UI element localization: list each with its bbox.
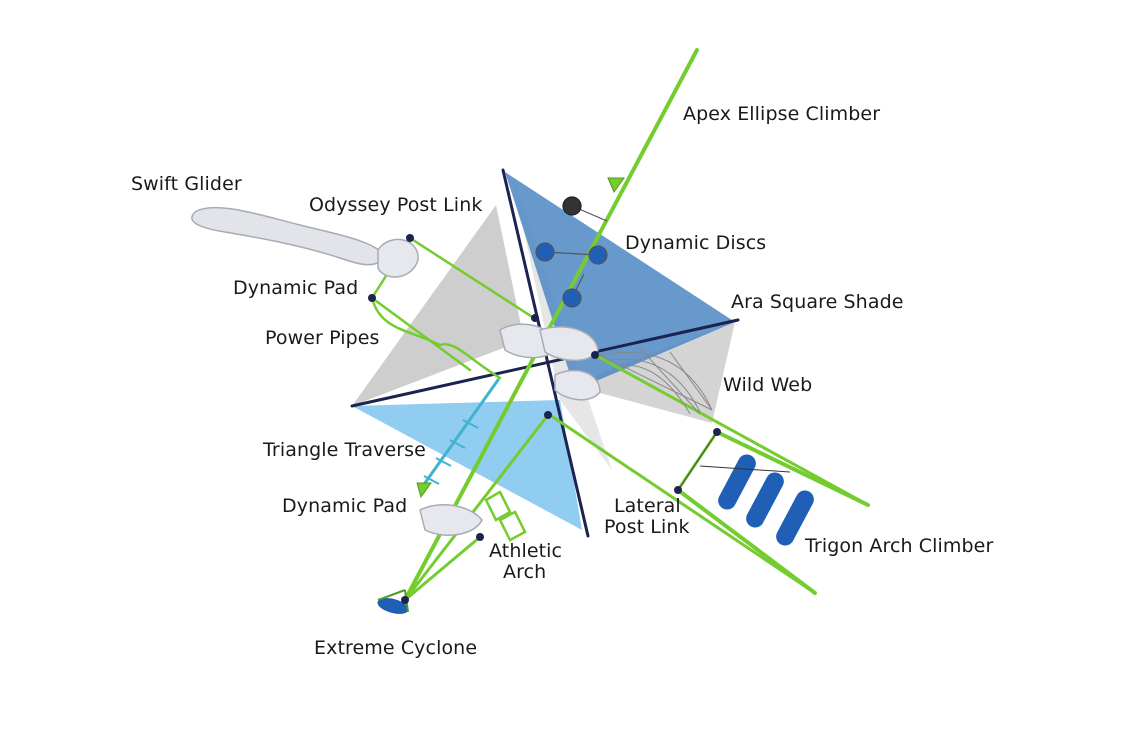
label-trigon-arch-climber: Trigon Arch Climber <box>805 535 994 557</box>
trigon-roller-icon <box>718 454 756 510</box>
dynamic-discs <box>535 196 608 308</box>
label-dynamic-discs: Dynamic Discs <box>625 232 767 254</box>
label-apex-ellipse-climber: Apex Ellipse Climber <box>683 103 881 125</box>
trigon-rail-bottom <box>676 488 817 595</box>
post-crossbar <box>350 318 740 408</box>
wild-web <box>599 347 713 415</box>
label-athletic-arch-2: Arch <box>503 561 547 583</box>
lower-leg-left <box>403 413 550 602</box>
triangle-traverse-rungs <box>423 419 479 485</box>
connector-nodes <box>368 234 721 604</box>
lateral-link-upper <box>593 353 870 507</box>
label-ara-square-shade: Ara Square Shade <box>731 291 904 313</box>
label-dynamic-pad-bottom: Dynamic Pad <box>282 495 408 517</box>
trigon-arch-climber <box>677 431 814 546</box>
trigon-roller-icon <box>746 472 784 528</box>
label-athletic-arch-1: Athletic <box>489 540 563 562</box>
triangle-traverse-bar <box>418 378 500 492</box>
label-extreme-cyclone: Extreme Cyclone <box>314 637 478 659</box>
direction-markers <box>416 177 625 499</box>
trigon-roller-icon <box>776 490 814 546</box>
power-pipes <box>370 296 502 380</box>
trigon-rail-top <box>715 430 870 507</box>
label-lateral-post-link-2: Post Link <box>604 516 690 538</box>
label-wild-web: Wild Web <box>723 374 813 396</box>
dynamic-pad-icon <box>539 326 599 362</box>
odyssey-link <box>408 236 539 322</box>
lateral-link-lower <box>548 413 817 595</box>
dynamic-disc-icon <box>562 196 582 216</box>
dynamic-disc-icon <box>535 242 555 262</box>
label-odyssey-post-link: Odyssey Post Link <box>309 194 483 216</box>
lower-leg-right <box>403 535 482 602</box>
label-lateral-post-link-1: Lateral <box>614 495 681 517</box>
label-triangle-traverse: Triangle Traverse <box>263 439 426 461</box>
label-dynamic-pad-top: Dynamic Pad <box>233 277 359 299</box>
dynamic-disc-icon <box>562 288 582 308</box>
label-power-pipes: Power Pipes <box>265 327 380 349</box>
athletic-arch <box>484 490 527 542</box>
dynamic-pad-icon <box>554 369 601 401</box>
dynamic-disc-icon <box>588 245 608 265</box>
label-swift-glider: Swift Glider <box>131 173 242 195</box>
dynamic-pad-icon <box>419 504 483 536</box>
shade-gray-left <box>352 205 524 406</box>
dynamic-pad-icon <box>377 238 419 278</box>
shade-light-blue <box>352 400 582 530</box>
swift-glider-icon <box>191 206 386 266</box>
